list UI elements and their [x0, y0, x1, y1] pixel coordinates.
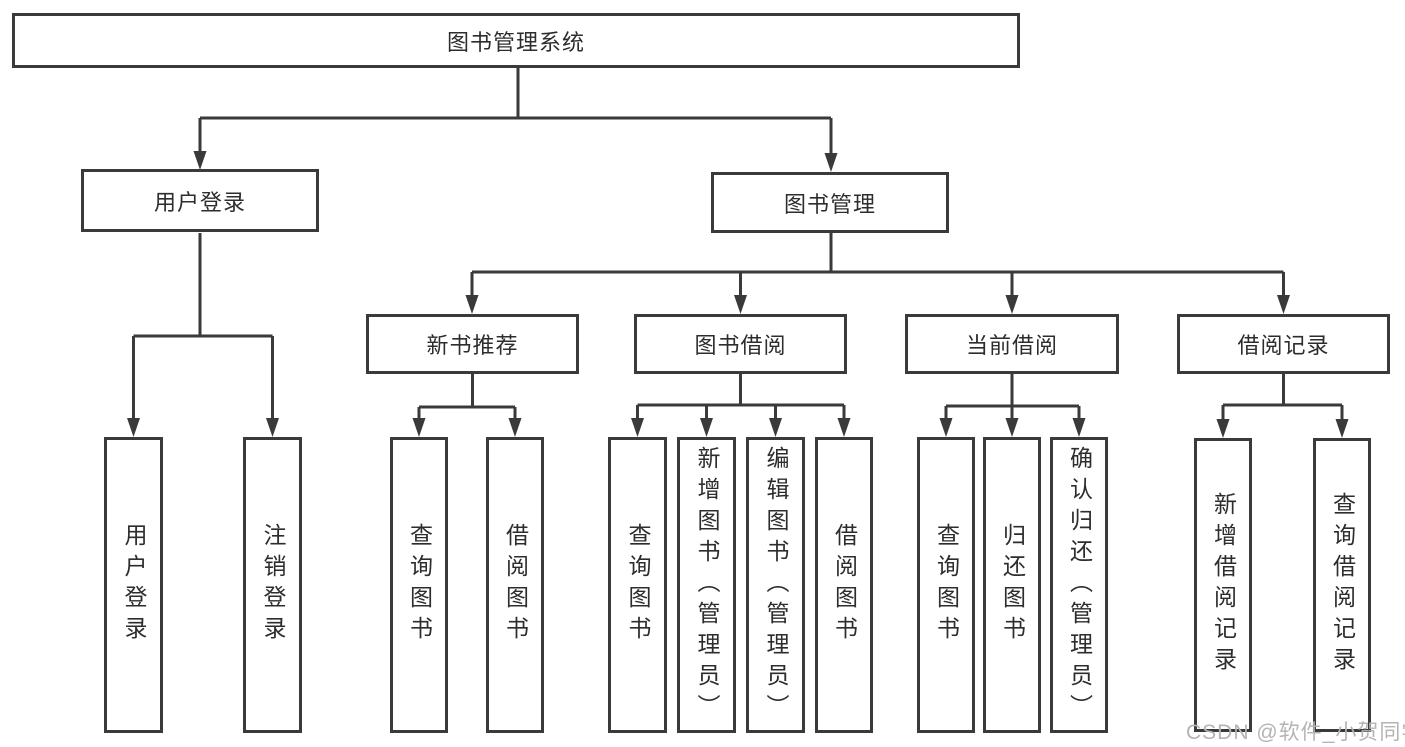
leaf-borrow-add-books-admin-label: 新增图书（管理员）	[694, 445, 720, 725]
leaf-borrow-query-books-label: 查询图书	[625, 523, 651, 647]
leaf-current-confirm-return-admin-label: 确认归还（管理员）	[1066, 445, 1093, 725]
leaf-recommend-query-books-label: 查询图书	[406, 523, 433, 647]
arrowheads	[127, 151, 1349, 438]
leaf-records-add-record: 新增借阅记录	[1194, 438, 1252, 732]
leaf-current-return-books: 归还图书	[983, 437, 1041, 733]
node-user-login: 用户登录	[81, 169, 319, 232]
leaf-recommend-query-books: 查询图书	[390, 437, 448, 733]
node-book-borrow: 图书借阅	[634, 314, 847, 374]
node-borrow-records: 借阅记录	[1177, 314, 1390, 374]
leaf-records-add-record-label: 新增借阅记录	[1210, 492, 1237, 678]
node-current-borrow-label: 当前借阅	[965, 333, 1058, 358]
node-new-book-recommend: 新书推荐	[366, 314, 579, 374]
leaf-logout-label: 注销登录	[260, 523, 286, 647]
leaf-records-query-record: 查询借阅记录	[1313, 438, 1371, 732]
leaf-user-login-label: 用户登录	[121, 523, 147, 647]
node-book-management-label: 图书管理	[783, 191, 876, 217]
node-library-system-label: 图书管理系统	[446, 29, 585, 55]
leaf-recommend-borrow-books-label: 借阅图书	[502, 523, 529, 647]
leaf-borrow-add-books-admin: 新增图书（管理员）	[677, 437, 736, 733]
leaf-user-login: 用户登录	[104, 437, 163, 733]
leaf-logout: 注销登录	[243, 437, 302, 733]
leaf-current-confirm-return-admin: 确认归还（管理员）	[1050, 437, 1108, 733]
node-new-book-recommend-label: 新书推荐	[426, 333, 519, 358]
leaf-borrow-query-books: 查询图书	[608, 437, 667, 733]
leaf-current-return-books-label: 归还图书	[999, 523, 1026, 647]
watermark: CSDN @软件_小贺同学	[1186, 721, 1405, 744]
node-library-system: 图书管理系统	[12, 13, 1020, 68]
leaf-borrow-borrow-books-label: 借阅图书	[831, 523, 858, 647]
node-current-borrow: 当前借阅	[905, 314, 1119, 374]
node-book-borrow-label: 图书借阅	[694, 333, 787, 358]
leaf-recommend-borrow-books: 借阅图书	[486, 437, 544, 733]
leaf-borrow-borrow-books: 借阅图书	[815, 437, 873, 733]
leaf-current-query-books: 查询图书	[917, 437, 975, 733]
leaf-current-query-books-label: 查询图书	[933, 523, 960, 647]
leaf-records-query-record-label: 查询借阅记录	[1329, 492, 1356, 678]
node-user-login-label: 用户登录	[153, 189, 246, 215]
node-borrow-records-label: 借阅记录	[1237, 333, 1330, 358]
node-book-management: 图书管理	[711, 172, 949, 233]
leaf-borrow-edit-books-admin-label: 编辑图书（管理员）	[763, 445, 789, 725]
leaf-borrow-edit-books-admin: 编辑图书（管理员）	[746, 437, 805, 733]
